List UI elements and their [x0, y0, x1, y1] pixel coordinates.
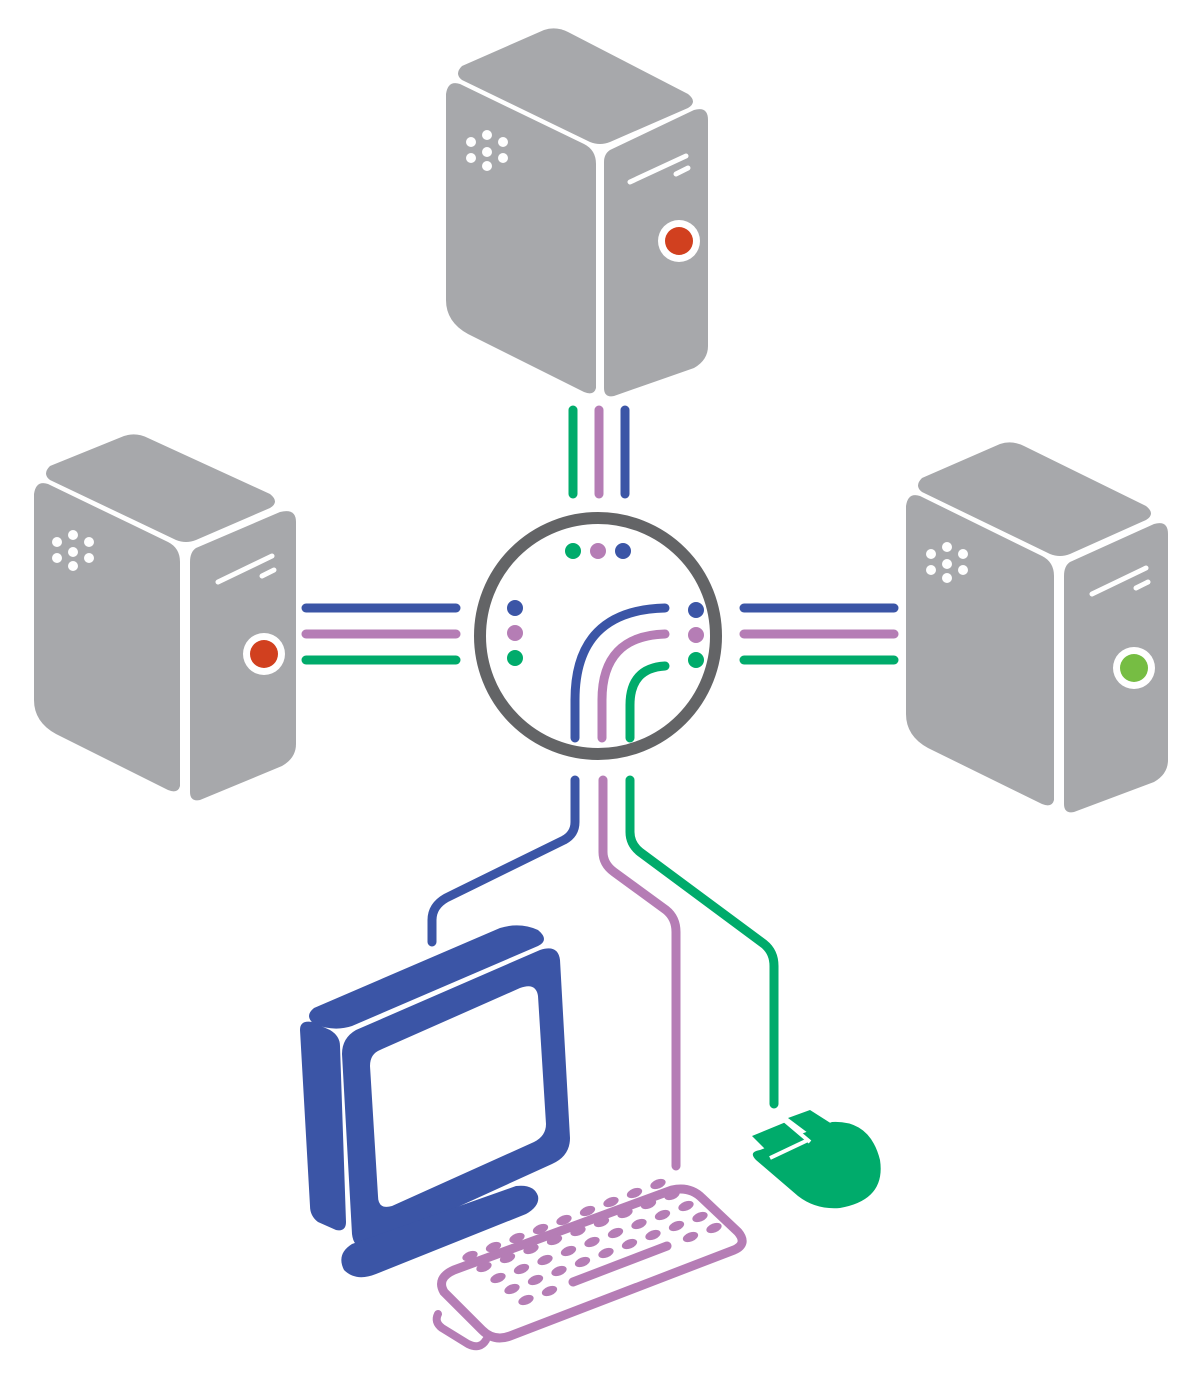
keyboard-key — [532, 1223, 549, 1235]
route-video — [570, 603, 670, 743]
keyboard-key — [574, 1256, 591, 1268]
keyboard-key — [579, 1205, 596, 1217]
keyboard-key — [631, 1218, 647, 1230]
kvm-switch — [474, 512, 722, 760]
server-right-vent — [926, 542, 968, 583]
keyboard-key — [640, 1198, 657, 1210]
mouse — [752, 1110, 881, 1209]
keyboard-key — [692, 1211, 708, 1223]
server-left-icon — [34, 434, 296, 801]
keyboard-key — [682, 1231, 699, 1243]
keyboard-space-bar — [568, 1241, 672, 1287]
keyboard-key — [513, 1263, 530, 1275]
keyboard-key — [678, 1200, 694, 1212]
cable-keyboard — [598, 775, 681, 1171]
cables-left-server — [301, 603, 461, 665]
keyboard-key — [654, 1209, 671, 1221]
server-top-vent — [466, 130, 508, 171]
keyboard-key — [546, 1234, 563, 1246]
keyboard-key — [607, 1227, 624, 1239]
server-top-status-led — [658, 220, 700, 262]
server-left — [34, 434, 296, 801]
keyboard-key — [509, 1232, 525, 1244]
keyboard-key — [490, 1272, 506, 1284]
cables-top-server — [568, 405, 630, 499]
keyboard-key — [485, 1241, 502, 1253]
server-left-vent — [52, 530, 94, 571]
switch-port-right — [688, 602, 704, 668]
keyboard-key — [551, 1265, 567, 1277]
keyboard-key — [518, 1294, 534, 1306]
keyboard-key — [504, 1283, 520, 1295]
keyboard-key — [706, 1222, 722, 1234]
mouse-icon — [752, 1110, 881, 1209]
keyboard-key — [617, 1207, 633, 1219]
keyboard-key — [626, 1187, 643, 1199]
keyboard-key — [668, 1220, 685, 1232]
keyboard-key — [560, 1245, 577, 1257]
switch-active-route — [570, 603, 670, 743]
keyboard-key — [593, 1216, 610, 1228]
keyboard-key — [499, 1252, 516, 1264]
switch-port-left — [507, 600, 523, 666]
server-right — [906, 442, 1168, 813]
keyboard-key — [645, 1229, 661, 1241]
keyboard-key — [462, 1250, 478, 1262]
cable-monitor — [427, 775, 580, 947]
cable-mouse — [625, 775, 779, 1109]
keyboard-key — [598, 1247, 614, 1259]
route-keyboard — [597, 629, 670, 743]
keyboard-key — [523, 1243, 539, 1255]
keyboard — [432, 1178, 747, 1351]
monitor — [300, 925, 570, 1278]
server-right-icon — [906, 442, 1168, 813]
keyboard-icon — [432, 1178, 747, 1351]
keyboard-key — [541, 1285, 558, 1297]
mouse-right-button — [788, 1110, 832, 1136]
server-top — [446, 28, 708, 397]
keyboard-key — [664, 1189, 680, 1201]
keyboard-key — [603, 1196, 619, 1208]
server-top-icon — [446, 28, 708, 397]
keyboard-key — [537, 1254, 553, 1266]
keyboard-key — [584, 1236, 600, 1248]
keyboard-key — [476, 1261, 492, 1273]
keyboard-key — [621, 1238, 638, 1250]
monitor-screen — [370, 986, 546, 1207]
route-mouse — [625, 661, 670, 743]
keyboard-keys — [462, 1178, 722, 1306]
keyboard-key — [527, 1274, 544, 1286]
switch-port-top — [565, 543, 631, 559]
keyboard-key — [650, 1178, 666, 1190]
server-right-status-led — [1113, 647, 1155, 689]
server-left-status-led — [243, 633, 285, 675]
keyboard-key — [556, 1214, 572, 1226]
cables-right-server — [739, 603, 899, 665]
keyboard-key — [570, 1225, 586, 1237]
cables-console — [427, 775, 779, 1171]
